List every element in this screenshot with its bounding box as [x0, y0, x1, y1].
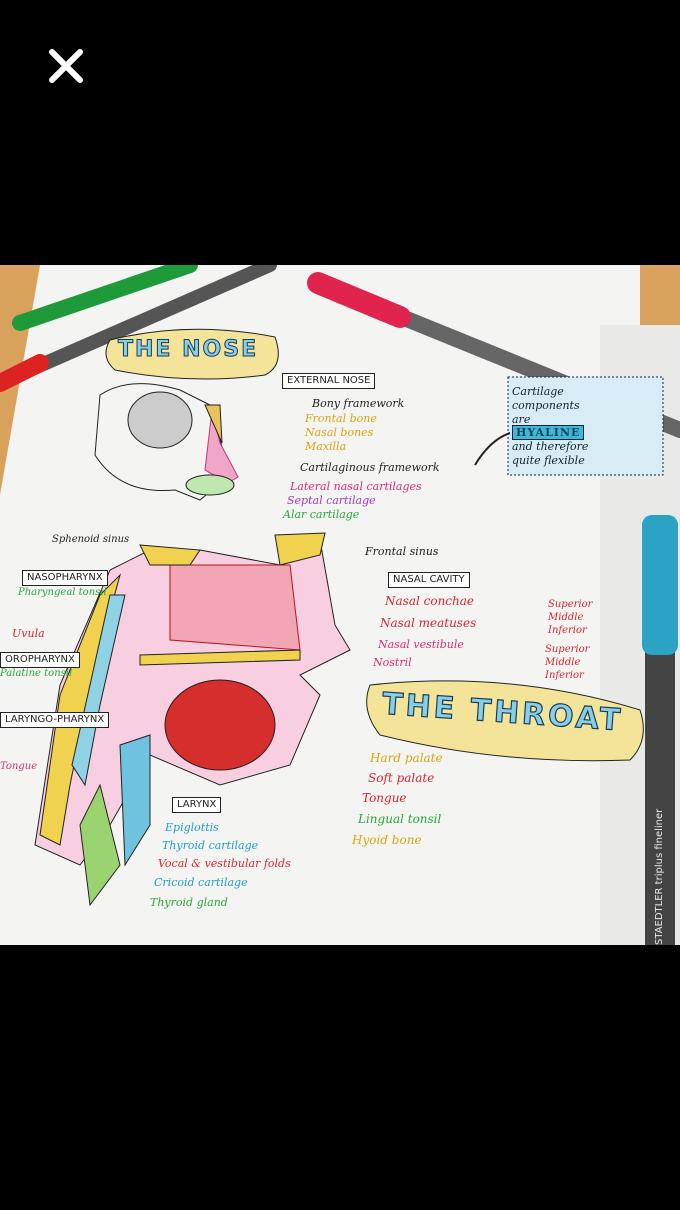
note-highlight: HYALINE [512, 425, 585, 441]
larynx-label: LARYNX [172, 797, 222, 813]
note-line: quite flexible [512, 453, 585, 467]
tongue-label: Tongue [362, 791, 407, 805]
superior-conchae-label: Superior [548, 599, 593, 610]
maxilla-label: Maxilla [305, 440, 347, 453]
note-line: are [512, 412, 531, 426]
cartilaginous-framework-label: Cartilaginous framework [300, 461, 440, 474]
pharyngeal-tonsil-label: Pharyngeal tonsil [18, 587, 107, 598]
epiglottis-label: Epiglottis [165, 821, 219, 834]
nose-title: THE NOSE [117, 337, 259, 363]
frontal-bone-label: Frontal bone [305, 412, 377, 425]
note-line: and therefore [512, 440, 589, 453]
cricoid-label: Cricoid cartilage [154, 876, 248, 889]
laryngopharynx-label: LARYNGO-PHARYNX [0, 712, 110, 728]
sphenoid-sinus-label: Sphenoid sinus [52, 534, 130, 545]
frontal-sinus-label: Frontal sinus [365, 545, 439, 558]
thyroid-cartilage-label: Thyroid cartilage [162, 839, 259, 852]
close-button[interactable] [44, 44, 88, 88]
middle-conchae-label: Middle [548, 612, 584, 623]
close-icon [49, 49, 83, 83]
nasal-bones-label: Nasal bones [305, 426, 374, 439]
tongue-left-label: Tongue [0, 761, 38, 772]
uvula-label: Uvula [12, 627, 45, 640]
hyaline-note: Cartilage components are HYALINE and the… [512, 385, 660, 468]
nostril-label: Nostril [373, 656, 412, 669]
soft-palate-label: Soft palate [368, 771, 435, 785]
note-line: components [512, 398, 580, 412]
note-line: Cartilage [512, 385, 564, 398]
hyoid-bone-label: Hyoid bone [352, 833, 422, 847]
nasal-vestibule-label: Nasal vestibule [378, 638, 464, 651]
nasopharynx-label: NASOPHARYNX [22, 570, 108, 586]
hard-palate-label: Hard palate [370, 751, 443, 765]
photo-viewer-image: THE NOSE THE THROAT EXTERNAL NOSE Bony f… [0, 265, 680, 945]
palatine-tonsil-label: Palatine tonsil [0, 668, 73, 679]
bony-framework-label: Bony framework [312, 397, 405, 410]
nasal-cavity-label: NASAL CAVITY [388, 572, 470, 588]
oropharynx-label: OROPHARYNX [0, 652, 80, 668]
external-nose-label: EXTERNAL NOSE [282, 373, 376, 389]
inferior-meatus-label: Inferior [545, 670, 584, 681]
nasal-meatuses-label: Nasal meatuses [380, 616, 477, 630]
pen-label: STAEDTLER triplus fineliner [654, 808, 665, 945]
thyroid-gland-label: Thyroid gland [150, 896, 228, 909]
middle-meatus-label: Middle [545, 657, 581, 668]
septal-label: Septal cartilage [287, 494, 376, 507]
lingual-tonsil-label: Lingual tonsil [358, 812, 442, 826]
nasal-conchae-label: Nasal conchae [385, 594, 474, 608]
inferior-conchae-label: Inferior [548, 625, 587, 636]
lateral-nasal-label: Lateral nasal cartilages [290, 480, 422, 493]
superior-meatus-label: Superior [545, 644, 590, 655]
alar-label: Alar cartilage [283, 508, 360, 521]
green-pen [12, 265, 198, 331]
vocal-folds-label: Vocal & vestibular folds [158, 857, 291, 870]
